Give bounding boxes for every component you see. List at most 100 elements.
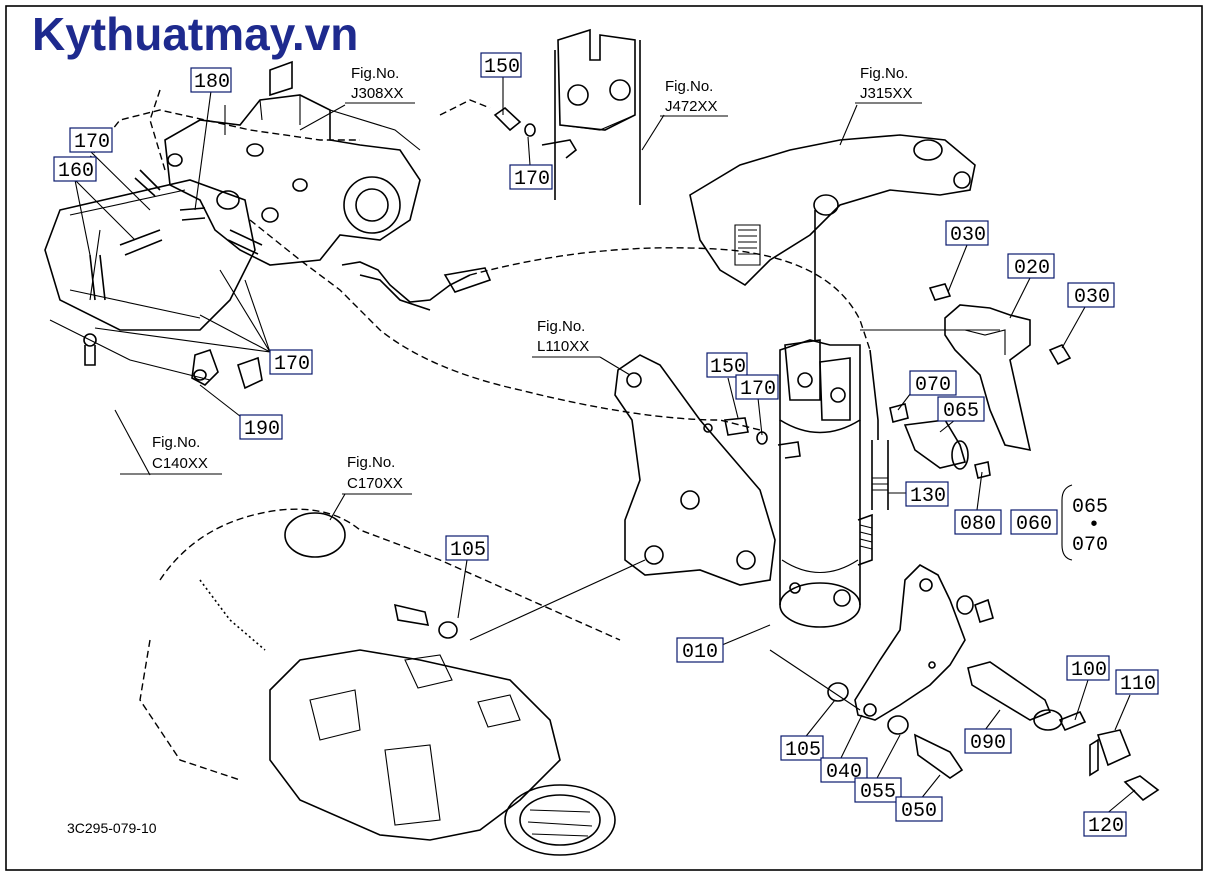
- hydraulic-pipe-line: [469, 247, 871, 351]
- svg-text:055: 055: [860, 781, 896, 804]
- part-label-040: 040: [820, 757, 868, 784]
- svg-text:J315XX: J315XX: [860, 85, 913, 102]
- part-label-030-right: 030: [1067, 282, 1115, 309]
- part-group-060: 065 • 070: [1061, 484, 1108, 561]
- part-label-105-left: 105: [445, 535, 489, 562]
- part-label-150-mid: 150: [706, 352, 748, 379]
- svg-text:030: 030: [1074, 286, 1110, 309]
- part-label-170-top: 170: [509, 164, 553, 191]
- svg-text:120: 120: [1088, 815, 1124, 838]
- svg-text:190: 190: [244, 418, 280, 441]
- valve-block-assembly: [44, 60, 421, 390]
- svg-text:100: 100: [1071, 659, 1107, 682]
- part-label-050: 050: [895, 796, 943, 823]
- svg-text:050: 050: [901, 800, 937, 823]
- fig-ref-j308: Fig.No. J308XX: [345, 65, 415, 104]
- svg-text:Fig.No.: Fig.No.: [537, 318, 585, 335]
- lift-arm: [689, 134, 976, 287]
- fitting-mid: [341, 261, 492, 311]
- hose-top: [439, 99, 491, 116]
- svg-text:170: 170: [740, 378, 776, 401]
- part-label-020: 020: [1007, 253, 1055, 280]
- svg-text:105: 105: [450, 539, 486, 562]
- svg-text:C140XX: C140XX: [152, 455, 208, 472]
- part-label-180: 180: [190, 67, 232, 94]
- fig-ref-j315: Fig.No. J315XX: [855, 65, 922, 104]
- svg-text:070: 070: [1072, 534, 1108, 557]
- part-label-190: 190: [239, 414, 283, 441]
- holder-110: [1089, 729, 1160, 802]
- hose-upper: [79, 109, 360, 171]
- pin-090: [967, 661, 1087, 732]
- part-label-110: 110: [1115, 669, 1159, 696]
- svg-text:Fig.No.: Fig.No.: [347, 454, 395, 471]
- svg-text:020: 020: [1014, 257, 1050, 280]
- part-label-170-left: 170: [269, 349, 313, 376]
- brand-watermark: Kythuatmay.vn: [32, 8, 358, 60]
- svg-text:•: •: [1088, 514, 1100, 537]
- svg-text:040: 040: [826, 761, 862, 784]
- part-label-065: 065: [937, 396, 985, 423]
- svg-text:J472XX: J472XX: [665, 98, 718, 115]
- axle-housing: [139, 508, 621, 856]
- svg-text:070: 070: [915, 374, 951, 397]
- svg-text:Fig.No.: Fig.No.: [152, 434, 200, 451]
- link-plate: [827, 564, 994, 721]
- part-label-170-mid: 170: [735, 374, 779, 401]
- part-label-170-top-left: 170: [69, 127, 113, 154]
- fig-ref-j472: Fig.No. J472XX: [660, 78, 728, 117]
- bracket-plate: [614, 354, 776, 586]
- svg-text:090: 090: [970, 732, 1006, 755]
- svg-text:010: 010: [682, 641, 718, 664]
- bolt-050: [887, 715, 964, 779]
- svg-text:170: 170: [514, 168, 550, 191]
- drawing-code: 3C295-079-10: [67, 820, 157, 836]
- svg-text:065: 065: [943, 400, 979, 423]
- svg-text:130: 130: [910, 485, 946, 508]
- part-label-030-left: 030: [945, 220, 989, 247]
- svg-text:180: 180: [194, 71, 230, 94]
- part-label-105-right: 105: [780, 735, 824, 762]
- svg-text:060: 060: [1016, 513, 1052, 536]
- bolt-105-left: [393, 603, 458, 639]
- part-label-150-top: 150: [480, 52, 522, 79]
- svg-text:170: 170: [274, 353, 310, 376]
- cover-plate: [944, 304, 1032, 452]
- svg-text:160: 160: [58, 160, 94, 183]
- fitting-150-top: [493, 106, 578, 159]
- svg-text:170: 170: [74, 131, 110, 154]
- part-label-160: 160: [53, 156, 97, 183]
- part-label-070: 070: [909, 370, 957, 397]
- part-label-100: 100: [1066, 655, 1110, 682]
- svg-text:C170XX: C170XX: [347, 475, 403, 492]
- svg-text:Fig.No.: Fig.No.: [860, 65, 908, 82]
- drawing-border: [5, 5, 1203, 871]
- leader-lines: [74, 77, 1136, 816]
- hydraulic-pipe-return: [249, 219, 761, 431]
- svg-text:110: 110: [1120, 673, 1156, 696]
- svg-text:J308XX: J308XX: [351, 85, 404, 102]
- lift-rod-upper: [554, 28, 641, 205]
- part-label-120: 120: [1083, 811, 1127, 838]
- svg-text:Fig.No.: Fig.No.: [351, 65, 399, 82]
- lift-cylinder: [779, 210, 889, 628]
- svg-text:150: 150: [710, 356, 746, 379]
- fig-ref-l110: Fig.No. L110XX: [532, 318, 600, 358]
- svg-text:Fig.No.: Fig.No.: [665, 78, 713, 95]
- part-label-055: 055: [854, 777, 902, 804]
- svg-text:L110XX: L110XX: [537, 338, 589, 355]
- svg-text:105: 105: [785, 739, 821, 762]
- svg-text:030: 030: [950, 224, 986, 247]
- svg-text:065: 065: [1072, 496, 1108, 519]
- fig-ref-c140: Fig.No. C140XX: [120, 434, 222, 475]
- fig-ref-c170: Fig.No. C170XX: [342, 454, 412, 495]
- part-label-130: 130: [905, 481, 949, 508]
- part-label-060: 060: [1010, 509, 1058, 536]
- part-label-090: 090: [964, 728, 1012, 755]
- part-label-010: 010: [676, 637, 724, 664]
- svg-text:080: 080: [960, 513, 996, 536]
- svg-text:150: 150: [484, 56, 520, 79]
- part-label-080: 080: [954, 509, 1002, 536]
